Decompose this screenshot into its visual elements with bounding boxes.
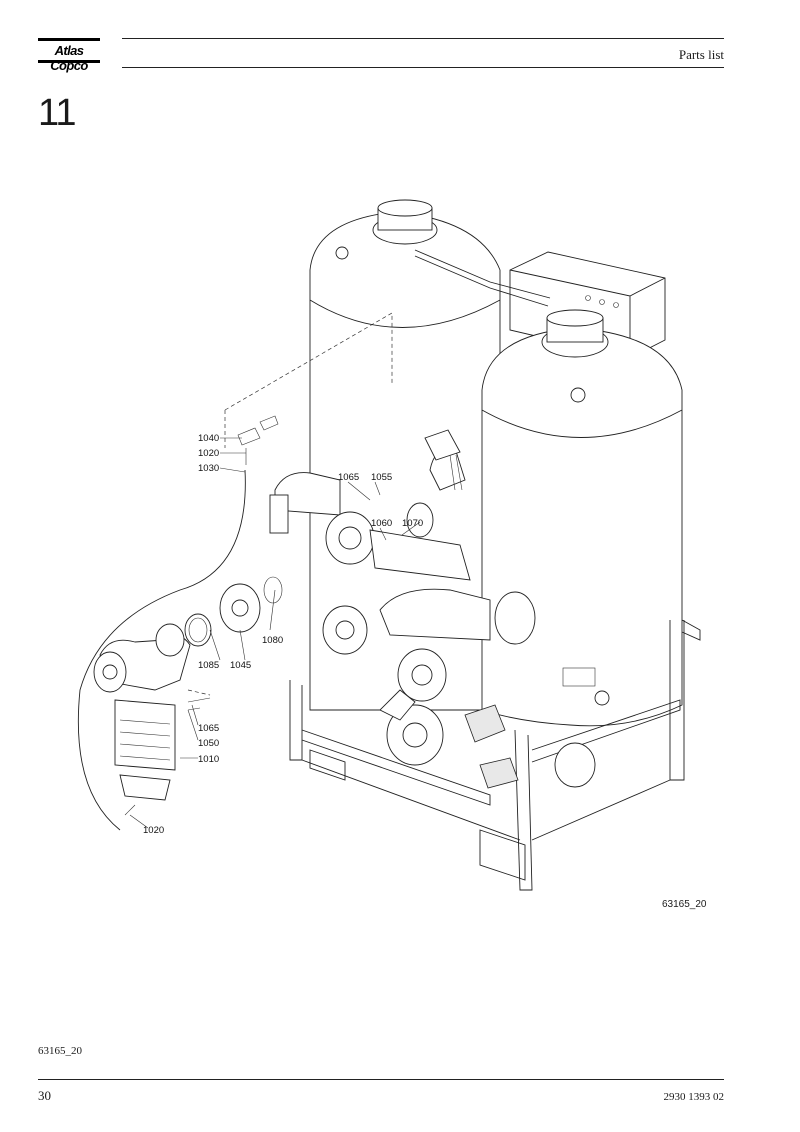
exploded-parts: [77, 312, 393, 831]
figure-reference: 63165_20: [662, 899, 707, 910]
callout-1050: 1050: [198, 738, 219, 749]
header-title: Parts list: [678, 47, 724, 62]
document-number: 2930 1393 02: [663, 1091, 725, 1103]
exploded-view-drawing: 1040 1020 1030 1065 1055 1060 1070 1080 …: [77, 199, 701, 891]
footer-figure-reference: 63165_20: [38, 1045, 82, 1057]
callout-1070: 1070: [402, 518, 423, 529]
section-number: 11: [38, 92, 76, 134]
brand-logo: Atlas Copco: [38, 38, 100, 73]
callout-1040: 1040: [198, 433, 219, 444]
callout-1030: 1030: [198, 463, 219, 474]
footer-rule: [38, 1079, 724, 1080]
callout-1065: 1065: [338, 472, 359, 483]
callout-1055: 1055: [371, 472, 392, 483]
callout-1085: 1085: [198, 660, 219, 671]
header-rule-top: [122, 38, 724, 39]
top-pipe: [414, 249, 551, 307]
callout-1065: 1065: [198, 723, 219, 734]
callout-1060: 1060: [371, 518, 392, 529]
brand-name: Atlas Copco: [50, 43, 88, 73]
logo-bar-top: [38, 38, 100, 41]
rear-vessel: [309, 199, 501, 711]
callout-1080: 1080: [262, 635, 283, 646]
callout-1045: 1045: [230, 660, 251, 671]
page-number: 30: [38, 1088, 51, 1103]
callout-1010: 1010: [198, 754, 219, 765]
front-vessel: [481, 309, 683, 727]
callout-1020: 1020: [198, 448, 219, 459]
support-frame: [289, 619, 701, 891]
header-rule-bottom: [122, 67, 724, 68]
valve-manifold: [269, 429, 596, 789]
callout-1020: 1020: [143, 825, 164, 836]
logo-bar-bottom: [38, 60, 100, 63]
leader-lines: [129, 437, 421, 829]
